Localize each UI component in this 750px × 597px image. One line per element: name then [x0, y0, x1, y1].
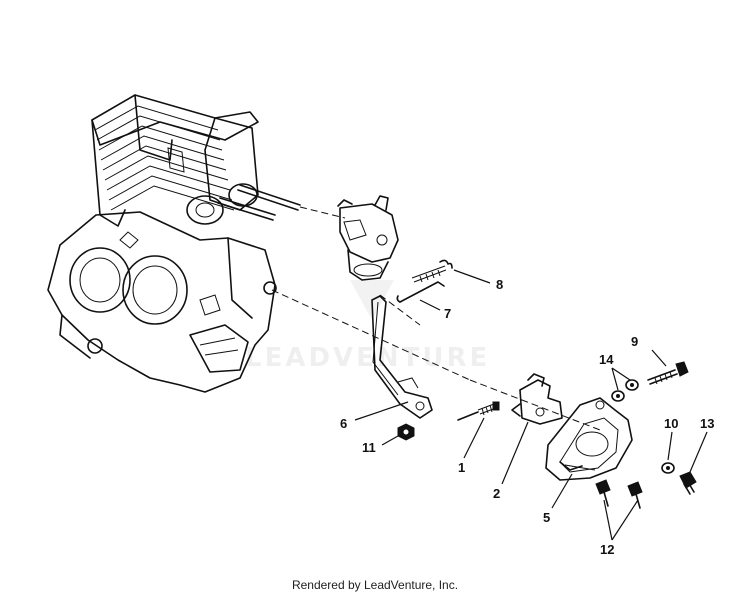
engine-block [47, 94, 301, 393]
callout-14: 14 [599, 352, 614, 367]
callout-8: 8 [496, 277, 503, 292]
callout-6: 6 [340, 416, 347, 431]
footer-credit: Rendered by LeadVenture, Inc. [291, 578, 459, 592]
part-12-screws [595, 479, 643, 541]
callout-5: 5 [543, 510, 550, 525]
callout-11: 11 [362, 440, 376, 455]
callout-12: 12 [600, 542, 614, 557]
part-2-throttle-bracket [501, 373, 563, 485]
carburetor [337, 195, 399, 281]
part-11-nut [381, 423, 415, 446]
callout-1: 1 [458, 460, 465, 475]
callout-9: 9 [631, 334, 638, 349]
callout-10: 10 [664, 416, 678, 431]
part-5-control-plate [545, 397, 633, 509]
callout-7: 7 [444, 306, 451, 321]
watermark: LEADVENTURE [245, 280, 490, 373]
assembly-lines [271, 206, 601, 431]
part-7-governor-link [396, 281, 445, 311]
part-13-screw [679, 431, 708, 495]
part-6-governor-lever [354, 295, 433, 421]
part-10-washer [661, 431, 675, 474]
part-1-spring [457, 401, 500, 459]
part-14-washers [611, 367, 639, 402]
part-8-governor-spring [411, 259, 491, 284]
callout-2: 2 [493, 486, 500, 501]
callout-13: 13 [700, 416, 714, 431]
callout-labels: 1 2 5 6 7 8 9 10 11 12 13 14 [340, 277, 714, 557]
watermark-text: LEADVENTURE [245, 343, 490, 373]
part-9-bolt [647, 349, 689, 385]
